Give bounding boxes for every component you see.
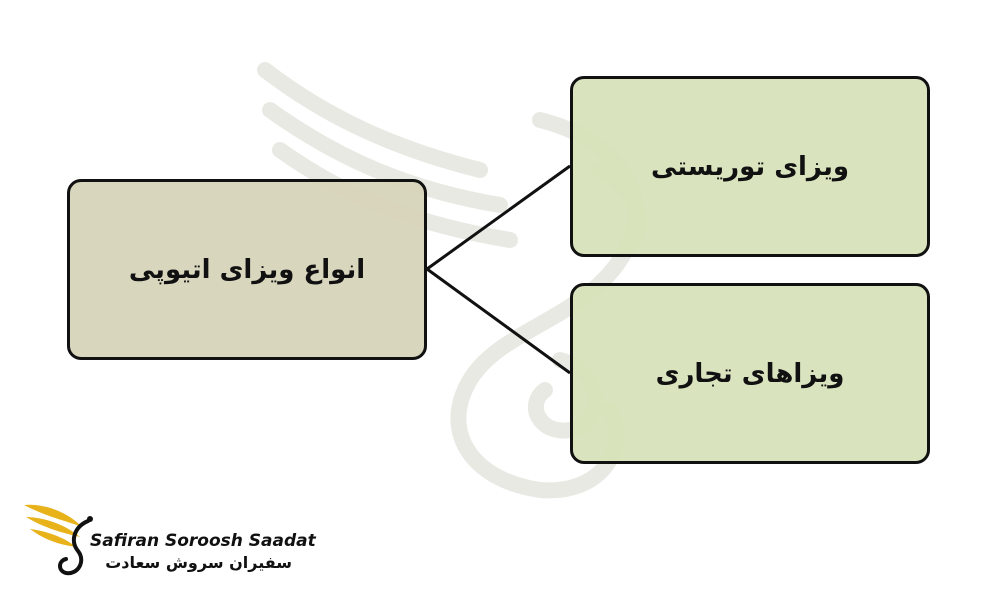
company-logo: Safiran Soroosh Saadat سفیران سروش سعادت: [22, 497, 316, 582]
child-node-label: ویزاهای تجاری: [655, 358, 845, 389]
child-node-label: ویزای توریستی: [650, 151, 850, 182]
golden-wing-bird-icon: [24, 504, 93, 576]
child-node-tourist-visa: ویزای توریستی: [570, 76, 930, 257]
connector-to-tourist: [426, 164, 571, 271]
root-node-ethiopia-visa-types: انواع ویزای اتیوپی: [67, 179, 427, 360]
logo-text-persian: سفیران سروش سعادت: [105, 553, 292, 572]
connector-to-business: [426, 267, 571, 375]
logo-text-english: Safiran Soroosh Saadat: [90, 531, 316, 551]
root-node-label: انواع ویزای اتیوپی: [128, 254, 366, 285]
child-node-business-visa: ویزاهای تجاری: [570, 283, 930, 464]
